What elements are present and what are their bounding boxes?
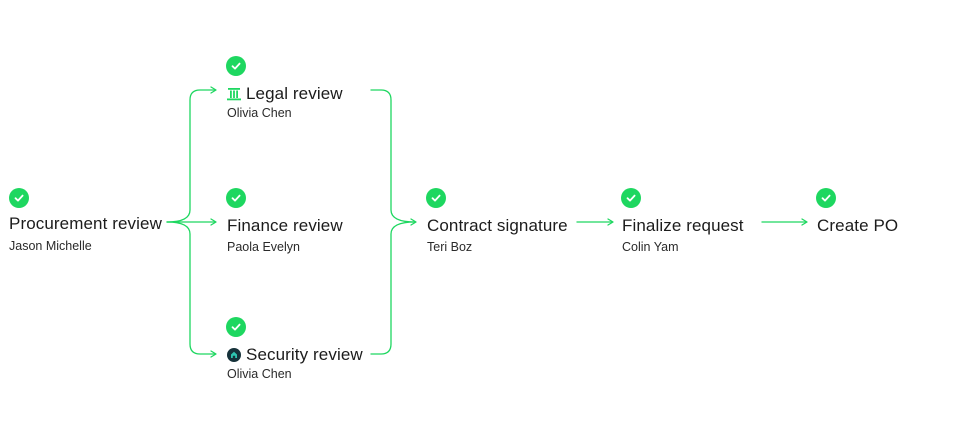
connector-procurement-to-legal — [166, 89, 216, 223]
check-icon — [621, 188, 641, 208]
step-title: Procurement review — [9, 214, 162, 233]
security-logo-icon — [227, 348, 241, 362]
check-icon — [226, 188, 246, 208]
step-assignee: Paola Evelyn — [227, 240, 300, 254]
connector-procurement-to-security — [166, 221, 216, 355]
arrowhead-security — [210, 350, 217, 358]
arrowhead-contract — [410, 218, 417, 226]
step-title: Finance review — [227, 216, 343, 235]
check-icon — [226, 317, 246, 337]
step-title: Finalize request — [622, 216, 744, 235]
check-icon — [816, 188, 836, 208]
check-icon — [9, 188, 29, 208]
step-assignee: Colin Yam — [622, 240, 679, 254]
step-assignee: Jason Michelle — [9, 239, 92, 253]
step-assignee: Teri Boz — [427, 240, 473, 254]
check-icon — [426, 188, 446, 208]
step-assignee: Olivia Chen — [227, 106, 292, 120]
step-title: Create PO — [817, 216, 899, 235]
arrowhead-legal — [210, 86, 217, 94]
check-icon — [226, 56, 246, 76]
step-assignee: Olivia Chen — [227, 367, 292, 381]
step-title: Security review — [246, 345, 363, 364]
step-title: Contract signature — [427, 216, 568, 235]
connector-legal-to-contract — [370, 89, 416, 223]
arrowhead-po — [801, 218, 808, 226]
step-title: Legal review — [246, 84, 343, 103]
arrowhead-finalize — [607, 218, 614, 226]
legal-logo-icon — [227, 88, 241, 101]
connector-security-to-contract — [370, 221, 416, 355]
arrowhead-finance — [210, 218, 217, 226]
